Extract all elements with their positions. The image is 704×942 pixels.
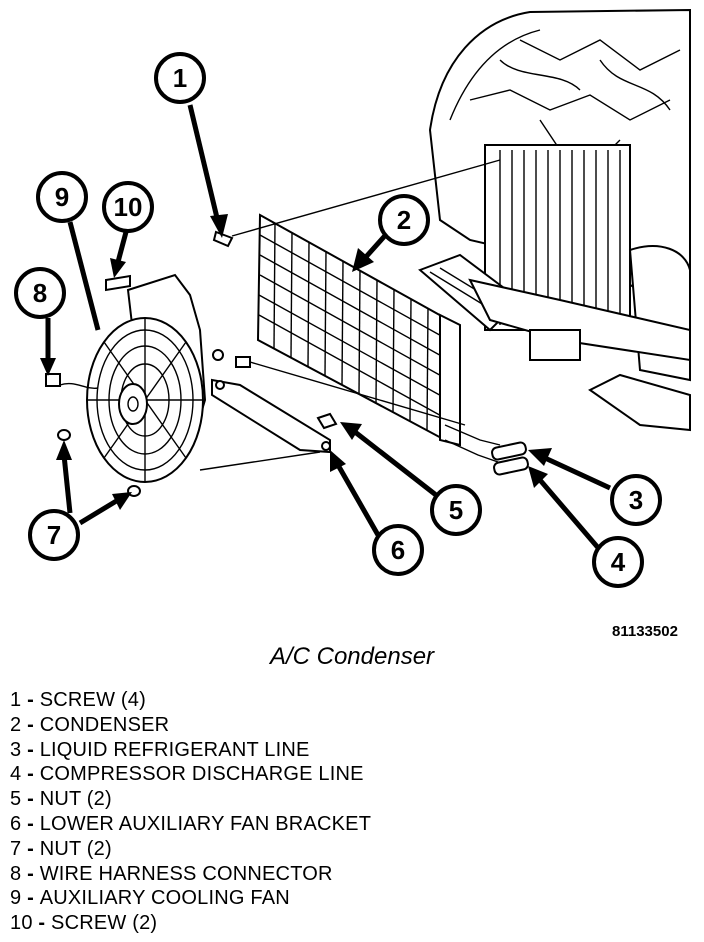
callout-1: 1 [154,52,206,104]
legend-label: NUT (2) [39,837,112,860]
callout-6-label: 6 [391,535,405,565]
callout-3-label: 3 [629,485,643,515]
legend-item: 7 - NUT (2) [10,837,371,862]
legend-item: 9 - AUXILIARY COOLING FAN [10,886,371,911]
legend-num: 8 [10,862,22,885]
callout-4: 4 [592,536,644,588]
callout-2-label: 2 [397,205,411,235]
legend-sep: - [21,738,40,761]
callout-9-label: 9 [55,182,69,212]
condenser-tank [439,313,461,447]
callout-10-label: 10 [114,192,143,222]
screw-10 [105,274,131,292]
refrigerant-line-fittings [491,441,529,476]
legend-sep: - [21,887,40,910]
callout-5: 5 [430,484,482,536]
legend-label: WIRE HARNESS CONNECTOR [39,862,333,885]
legend-item: 2 - CONDENSER [10,713,371,738]
wire-harness [59,382,99,389]
nut-7a [57,429,71,441]
figure-id: 81133502 [612,623,678,640]
callout-2: 2 [378,194,430,246]
legend-sep: - [21,763,40,786]
legend-sep: - [21,713,40,736]
legend-sep: - [21,812,40,835]
callout-3: 3 [610,474,662,526]
legend-item: 4 - COMPRESSOR DISCHARGE LINE [10,762,371,787]
wire-harness-connector [45,373,61,387]
headlamp-housing [628,245,691,382]
callout-5-label: 5 [449,495,463,525]
legend-item: 10 - SCREW (2) [10,911,371,936]
screws-1 [212,230,251,368]
right-step [588,373,691,432]
legend-num: 5 [10,788,22,811]
legend-num: 2 [10,713,22,736]
callout-7: 7 [28,509,80,561]
bumper [468,278,691,362]
legend-item: 5 - NUT (2) [10,787,371,812]
legend-item: 8 - WIRE HARNESS CONNECTOR [10,862,371,887]
legend-sep: - [21,788,40,811]
legend-item: 3 - LIQUID REFRIGERANT LINE [10,738,371,763]
legend-label: LOWER AUXILIARY FAN BRACKET [39,812,372,835]
legend-num: 3 [10,738,22,761]
callout-9: 9 [36,171,88,223]
callout-8-label: 8 [33,278,47,308]
leader-arrows [40,104,612,552]
condenser-diagram: 1 2 3 4 5 6 7 8 9 10 [14,8,691,588]
fan-hub [118,383,148,425]
legend-sep: - [21,837,40,860]
legend-num: 4 [10,763,22,786]
legend-num: 9 [10,887,22,910]
parts-legend: 1 - SCREW (4) 2 - CONDENSER 3 - LIQUID R… [10,688,371,936]
condenser [256,213,501,463]
legend-label: NUT (2) [39,788,112,811]
nut-5 [316,412,338,430]
legend-label: LIQUID REFRIGERANT LINE [39,738,310,761]
bumper-bracket [529,329,581,361]
legend-label: SCREW (4) [39,689,146,711]
legend-num: 10 [10,912,33,935]
legend-label: AUXILIARY COOLING FAN [39,887,290,910]
lower-auxiliary-fan-bracket [211,378,338,454]
legend-label: COMPRESSOR DISCHARGE LINE [39,763,364,786]
auxiliary-cooling-fan [45,273,207,497]
legend-label: CONDENSER [39,713,170,736]
legend-item: 1 - SCREW (4) [10,688,371,713]
callout-10: 10 [102,181,154,233]
legend-item: 6 - LOWER AUXILIARY FAN BRACKET [10,812,371,837]
legend-label: SCREW (2) [51,912,158,935]
legend-sep: - [21,689,40,711]
vehicle-front-end [418,8,691,432]
legend-sep: - [21,862,40,885]
callout-8: 8 [14,267,66,319]
legend-num: 7 [10,837,22,860]
callout-7-label: 7 [47,520,61,550]
alignment-lines [199,159,501,471]
callout-1-label: 1 [173,63,187,93]
callout-4-label: 4 [611,547,626,577]
callout-6: 6 [372,524,424,576]
legend-sep: - [32,912,52,935]
legend-num: 1 [10,689,22,711]
figure-caption: A/C Condenser [269,643,435,670]
legend-num: 6 [10,812,22,835]
